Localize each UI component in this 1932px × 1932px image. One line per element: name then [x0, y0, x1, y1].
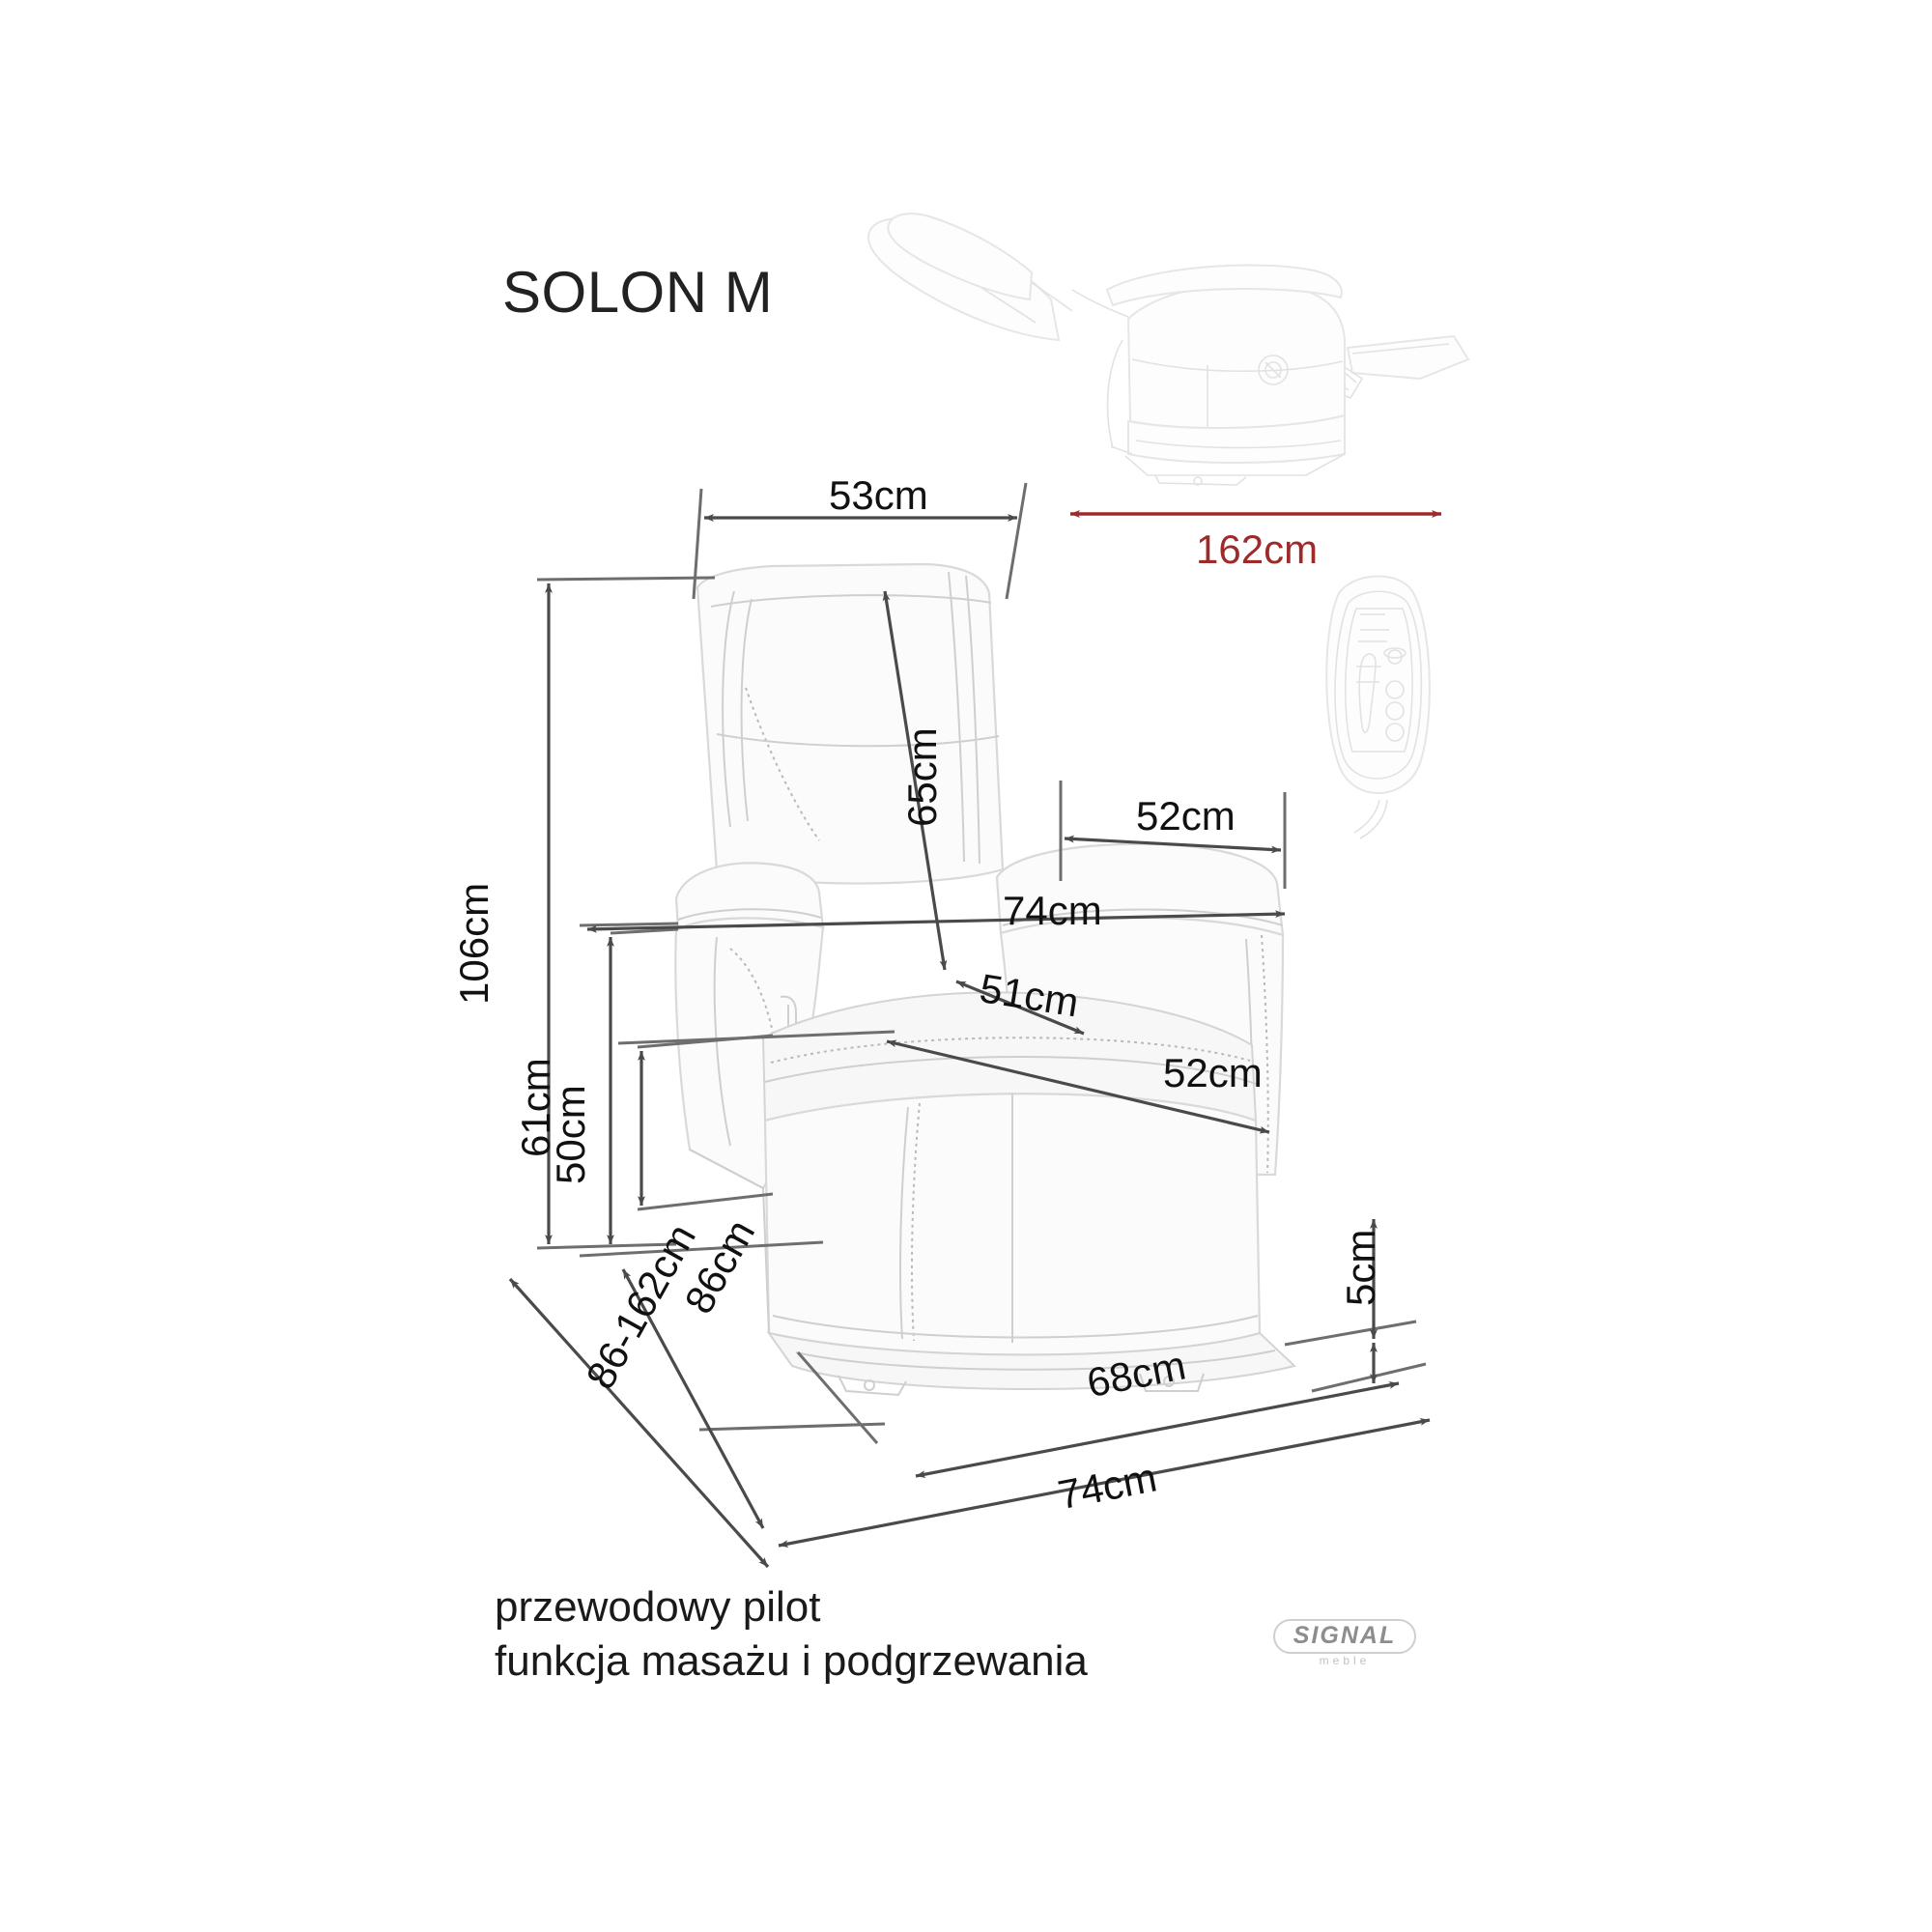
- ext-106-top: [536, 576, 716, 582]
- reclined-chair-illustration: [867, 213, 1470, 486]
- ext-5-top: [1284, 1320, 1417, 1347]
- ext-68-left: [796, 1351, 879, 1444]
- signal-meble-logo: SIGNAL meble: [1273, 1619, 1418, 1675]
- dim-label-5cm: 5cm: [1338, 1229, 1383, 1306]
- logo-subtext: meble: [1319, 1654, 1371, 1667]
- caption-line-2: funkcja masażu i podgrzewania: [495, 1637, 1088, 1686]
- dim-line-65: [882, 590, 948, 971]
- dim-label-162cm: 162cm: [1196, 526, 1319, 572]
- dim-label-50cm: 50cm: [548, 1085, 593, 1184]
- dim-label-65cm: 65cm: [899, 727, 945, 827]
- feature-caption: przewodowy pilot funkcja masażu i podgrz…: [495, 1580, 1088, 1690]
- ext-52b-left: [617, 1030, 895, 1045]
- dim-line-74a: [586, 910, 1286, 933]
- remote-control-illustration: [1325, 575, 1431, 839]
- dim-line-86-162: [508, 1277, 770, 1569]
- ext-86-top: [579, 1240, 824, 1258]
- ext-5-bottom: [1311, 1362, 1427, 1393]
- dim-line-52b: [886, 1039, 1270, 1134]
- dim-line-51: [955, 980, 1085, 1036]
- ext-53-right: [1005, 482, 1028, 600]
- dim-line-52a: [1064, 835, 1282, 854]
- ext-74a-left: [579, 922, 679, 927]
- ext-86-bottom: [698, 1422, 886, 1432]
- dim-label-53cm: 53cm: [829, 472, 928, 518]
- dim-label-74cm-width: 74cm: [1003, 888, 1102, 933]
- logo-wordmark: SIGNAL: [1293, 1622, 1397, 1649]
- dim-line-68: [915, 1380, 1400, 1479]
- dim-label-52cm-depth: 52cm: [1163, 1050, 1263, 1095]
- ext-106-bottom: [536, 1242, 677, 1250]
- ext-53-left: [692, 488, 703, 600]
- logo-pill-outline: [1273, 1619, 1416, 1654]
- page-title: SOLON M: [502, 260, 774, 325]
- dim-label-106cm: 106cm: [451, 882, 497, 1005]
- dim-label-52cm-armrest: 52cm: [1136, 793, 1236, 838]
- caption-line-1: przewodowy pilot: [495, 1583, 821, 1631]
- dim-line-74b: [778, 1417, 1431, 1548]
- ext-50-bottom: [637, 1192, 774, 1211]
